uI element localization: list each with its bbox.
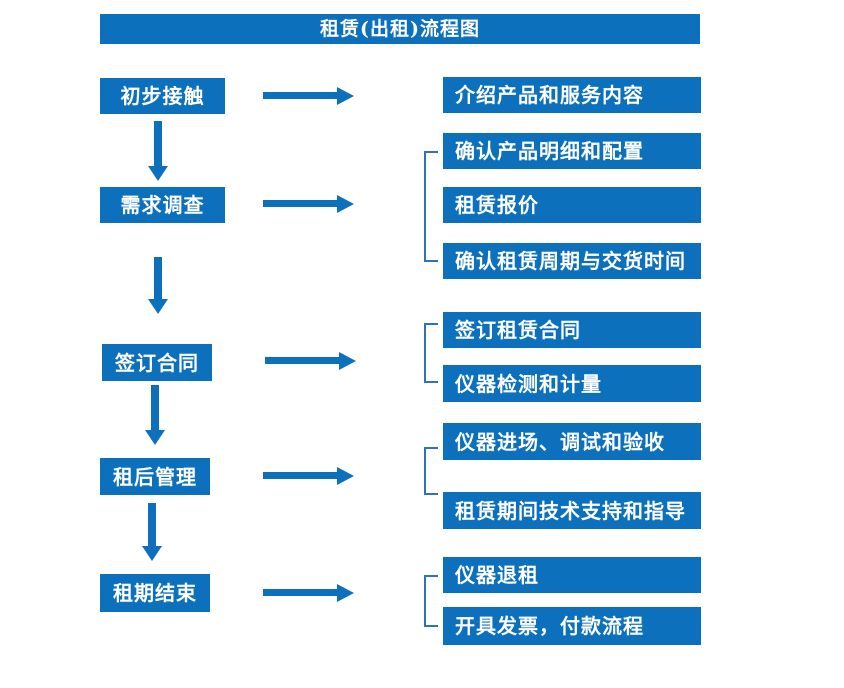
output-rental-quote: 租赁报价 xyxy=(443,187,701,223)
step-sign-contract: 签订合同 xyxy=(102,344,212,381)
bracket-connector xyxy=(424,323,438,383)
down-arrow-icon xyxy=(148,503,156,546)
output-invoice-payment-process: 开具发票，付款流程 xyxy=(443,607,701,645)
down-arrow-icon xyxy=(154,257,162,299)
right-arrow-icon xyxy=(263,472,337,479)
step-post-rental-management: 租后管理 xyxy=(100,458,210,495)
flowchart-title: 租赁(出租)流程图 xyxy=(100,14,700,44)
right-arrow-icon xyxy=(263,200,337,207)
right-arrow-icon xyxy=(265,357,339,364)
output-instrument-testing-measurement: 仪器检测和计量 xyxy=(443,365,701,402)
output-instrument-return: 仪器退租 xyxy=(443,557,701,593)
output-technical-support-guidance: 租赁期间技术支持和指导 xyxy=(443,492,701,529)
right-arrow-icon xyxy=(263,92,337,99)
output-sign-rental-contract: 签订租赁合同 xyxy=(443,312,701,348)
bracket-connector xyxy=(424,575,438,627)
bracket-connector xyxy=(424,151,438,262)
down-arrow-icon xyxy=(154,121,162,166)
down-arrow-icon xyxy=(151,385,159,430)
step-rental-end: 租期结束 xyxy=(100,574,210,612)
bracket-connector xyxy=(424,447,438,495)
output-instrument-setup-acceptance: 仪器进场、调试和验收 xyxy=(443,423,701,460)
output-confirm-period-delivery-time: 确认租赁周期与交货时间 xyxy=(443,243,701,279)
output-introduce-products-services: 介绍产品和服务内容 xyxy=(443,77,701,113)
step-initial-contact: 初步接触 xyxy=(100,78,225,114)
output-confirm-product-details-config: 确认产品明细和配置 xyxy=(443,133,701,169)
step-demand-survey: 需求调查 xyxy=(100,187,225,223)
right-arrow-icon xyxy=(263,589,337,596)
